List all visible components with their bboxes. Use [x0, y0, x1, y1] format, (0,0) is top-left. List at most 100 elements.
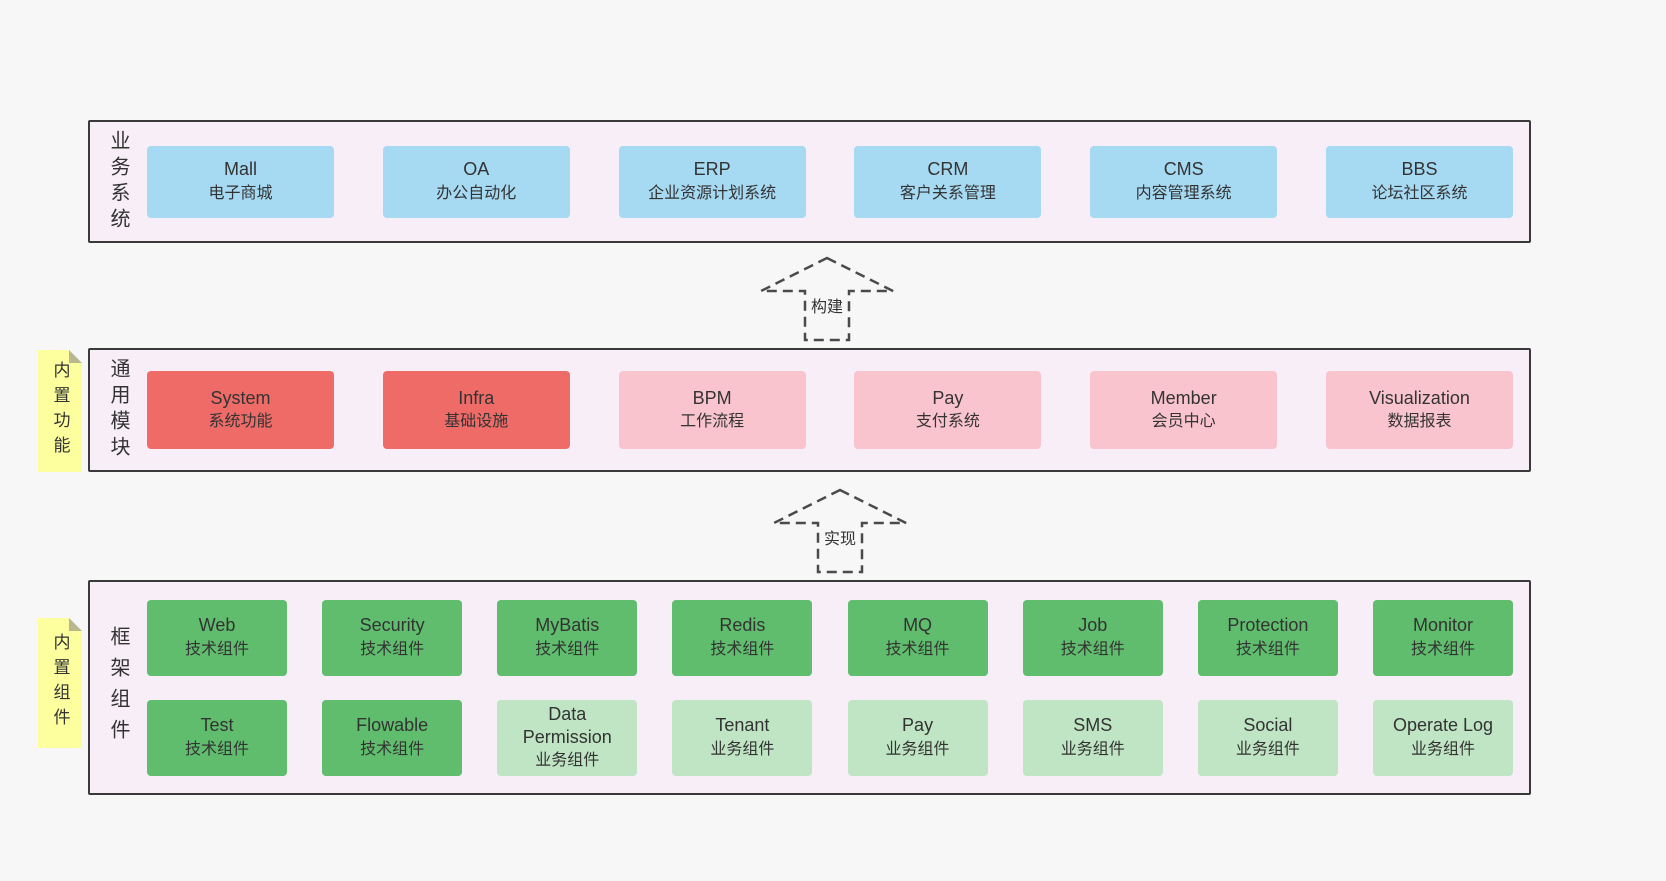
box-title: Tenant [715, 715, 770, 736]
box-title: BPM [692, 387, 732, 408]
box-title: OA [463, 159, 490, 180]
box-subtitle: 内容管理系统 [1135, 184, 1232, 202]
framework-components-label: 框架组件 [90, 582, 147, 793]
box-crm: CRM 客户关系管理 [854, 145, 1042, 218]
box-operate-log: Operate Log 业务组件 [1372, 699, 1513, 776]
box-title: MQ [903, 615, 933, 636]
up-arrow-icon [773, 488, 907, 574]
box-subtitle: 基础设施 [444, 413, 509, 431]
common-modules-label-text: 通用模块 [107, 358, 129, 462]
build-arrow-label: 构建 [806, 292, 848, 318]
box-member: Member 会员中心 [1090, 371, 1278, 449]
box-infra: Infra 基础设施 [382, 371, 570, 449]
box-title: Operate Log [1392, 715, 1494, 736]
box-title: Pay [932, 387, 964, 408]
sticky-note-text: 内置组件 [50, 633, 70, 733]
box-security: Security 技术组件 [322, 599, 463, 676]
box-title: MyBatis [535, 615, 600, 636]
box-system: System 系统功能 [147, 371, 334, 449]
box-subtitle: 系统功能 [208, 413, 273, 431]
box-subtitle: 工作流程 [680, 413, 745, 431]
box-subtitle: 业务组件 [1235, 740, 1300, 758]
business-systems-panel: 业务系统 Mall 电子商城 OA 办公自动化 ERP 企业资源计划系统 CRM… [88, 120, 1531, 243]
business-systems-boxes: Mall 电子商城 OA 办公自动化 ERP 企业资源计划系统 CRM 客户关系… [147, 122, 1529, 241]
box-subtitle: 技术组件 [1235, 640, 1300, 658]
box-flowable: Flowable 技术组件 [322, 699, 463, 776]
framework-components-boxes: Web 技术组件 Security 技术组件 MyBatis 技术组件 Redi… [147, 582, 1529, 793]
framework-components-label-text: 框架组件 [107, 625, 129, 750]
box-title: Redis [719, 615, 766, 636]
box-sms: SMS 业务组件 [1022, 699, 1163, 776]
box-title: CRM [927, 159, 969, 180]
box-title: Monitor [1412, 615, 1473, 636]
box-title: Security [359, 615, 425, 636]
box-subtitle: 技术组件 [360, 640, 425, 658]
box-mybatis: MyBatis 技术组件 [497, 599, 638, 676]
box-subtitle: 业务组件 [710, 740, 775, 758]
box-title: Web [198, 615, 236, 636]
box-mq: MQ 技术组件 [847, 599, 988, 676]
box-title: Infra [458, 387, 495, 408]
box-mall: Mall 电子商城 [147, 145, 334, 218]
box-pay-module: Pay 支付系统 [854, 371, 1042, 449]
box-subtitle: 会员中心 [1151, 413, 1216, 431]
box-subtitle: 办公自动化 [436, 184, 517, 202]
box-subtitle: 技术组件 [535, 640, 600, 658]
sticky-note-text: 内置功能 [50, 361, 70, 461]
box-cms: CMS 内容管理系统 [1090, 145, 1278, 218]
box-monitor: Monitor 技术组件 [1372, 599, 1513, 676]
box-subtitle: 技术组件 [885, 640, 950, 658]
common-modules-panel: 通用模块 System 系统功能 Infra 基础设施 BPM 工作流程 Pay… [88, 348, 1531, 472]
box-erp: ERP 企业资源计划系统 [618, 145, 806, 218]
box-title: ERP [693, 159, 731, 180]
box-title: Visualization [1369, 387, 1470, 408]
box-title: Flowable [356, 715, 429, 736]
box-redis: Redis 技术组件 [672, 599, 813, 676]
box-title: Test [200, 715, 234, 736]
box-bpm: BPM 工作流程 [618, 371, 806, 449]
box-title: Member [1150, 387, 1217, 408]
business-systems-label-text: 业务系统 [107, 129, 129, 234]
box-title: System [210, 387, 271, 408]
box-subtitle: 业务组件 [1060, 740, 1125, 758]
framework-components-panel: 框架组件 Web 技术组件 Security 技术组件 MyBatis 技术组件… [88, 580, 1531, 795]
box-title: SMS [1073, 715, 1113, 736]
box-title: Social [1243, 715, 1293, 736]
box-data-permission: Data Permission 业务组件 [497, 699, 638, 776]
box-subtitle: 技术组件 [1410, 640, 1475, 658]
box-test: Test 技术组件 [147, 699, 287, 776]
up-arrow-icon [760, 256, 894, 342]
box-title: BBS [1401, 159, 1438, 180]
box-pay-component: Pay 业务组件 [847, 699, 988, 776]
box-subtitle: 业务组件 [535, 752, 600, 770]
box-title: Mall [223, 159, 257, 180]
box-subtitle: 技术组件 [1060, 640, 1125, 658]
box-web: Web 技术组件 [147, 599, 287, 676]
box-subtitle: 电子商城 [208, 184, 273, 202]
box-subtitle: 论坛社区系统 [1371, 184, 1468, 202]
common-modules-boxes: System 系统功能 Infra 基础设施 BPM 工作流程 Pay 支付系统… [147, 350, 1529, 470]
box-title: Job [1078, 615, 1108, 636]
box-tenant: Tenant 业务组件 [672, 699, 813, 776]
box-title: Protection [1227, 615, 1309, 636]
common-modules-label: 通用模块 [90, 350, 147, 470]
box-title: Pay [902, 715, 934, 736]
business-systems-label: 业务系统 [90, 122, 147, 241]
box-bbs: BBS 论坛社区系统 [1325, 145, 1513, 218]
box-subtitle: 数据报表 [1387, 413, 1452, 431]
box-oa: OA 办公自动化 [382, 145, 570, 218]
box-visualization: Visualization 数据报表 [1325, 371, 1513, 449]
implement-arrow: 实现 [772, 488, 908, 574]
box-subtitle: 业务组件 [885, 740, 950, 758]
box-subtitle: 技术组件 [184, 640, 249, 658]
box-job: Job 技术组件 [1022, 599, 1163, 676]
box-subtitle: 支付系统 [915, 413, 980, 431]
box-subtitle: 业务组件 [1410, 740, 1475, 758]
box-title: CMS [1163, 159, 1204, 180]
sticky-note-builtin-components: 内置组件 [38, 618, 82, 748]
box-title: Data Permission [522, 703, 612, 747]
box-protection: Protection 技术组件 [1197, 599, 1338, 676]
box-subtitle: 技术组件 [710, 640, 775, 658]
box-subtitle: 技术组件 [360, 740, 425, 758]
